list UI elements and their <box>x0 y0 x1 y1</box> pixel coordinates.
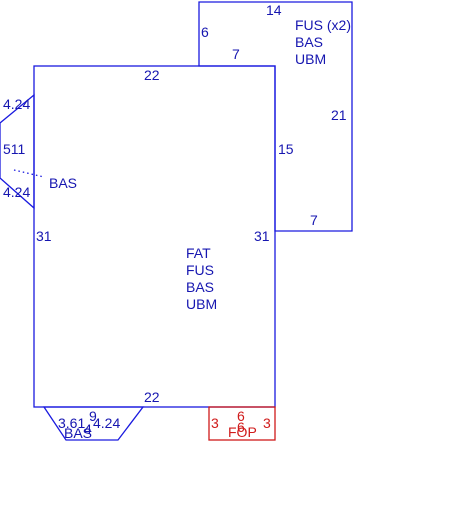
dim-bottom-trapezoid-right: 4.24 <box>93 415 121 431</box>
dim-fop-top: 6 <box>237 408 245 424</box>
dim-bottom-trapezoid-left: 3.61 <box>58 415 86 431</box>
main-label-line: UBM <box>186 296 218 312</box>
dim-main-right: 31 <box>254 228 270 244</box>
dim-upper-right-right: 21 <box>331 107 347 123</box>
dim-main-bottom: 22 <box>144 389 160 405</box>
dim-left-flap-middle: 511 <box>3 141 26 157</box>
main-piece-outline <box>33 65 276 408</box>
upper-right-label-line: UBM <box>295 51 327 67</box>
dim-fop-left: 3 <box>211 415 219 431</box>
bottom-trapezoid-label: BAS <box>64 425 93 441</box>
bottom-trapezoid-outline <box>42 406 145 441</box>
left-flap-label: BAS <box>49 175 78 191</box>
dim-main-top: 22 <box>144 67 160 83</box>
left-flap-outline <box>0 93 35 210</box>
dim-fop-middle: 6 <box>237 419 245 435</box>
dim-main-left: 31 <box>36 228 52 244</box>
dim-upper-right-bottom: 7 <box>310 212 318 228</box>
upper-right-label-line: FUS (x2) <box>295 17 351 33</box>
dim-upper-right-left: 6 <box>201 24 209 40</box>
dim-left-flap-lower: 4.24 <box>3 184 31 200</box>
left-flap-fold-line <box>13 169 45 178</box>
main-label-line: FUS <box>186 262 214 278</box>
fop-label: FOP <box>228 424 257 440</box>
main-label-line: BAS <box>186 279 215 295</box>
upper-right-label-line: BAS <box>295 34 324 50</box>
dim-bottom-trapezoid-bottom: 4 <box>84 421 92 437</box>
fop-piece-outline <box>208 406 276 441</box>
main-piece-label: FAT FUS BAS UBM <box>186 245 217 313</box>
main-label-line: FAT <box>186 245 211 261</box>
dim-upper-right-inner-right: 15 <box>278 141 294 157</box>
dim-bottom-trapezoid-top: 9 <box>89 408 97 424</box>
dim-upper-right-inner-top: 7 <box>232 46 240 62</box>
dim-upper-right-top: 14 <box>266 2 282 18</box>
dim-fop-right: 3 <box>263 415 271 431</box>
upper-right-piece-label: FUS (x2) BAS UBM <box>295 17 351 68</box>
dim-left-flap-upper: 4.24 <box>3 96 31 112</box>
